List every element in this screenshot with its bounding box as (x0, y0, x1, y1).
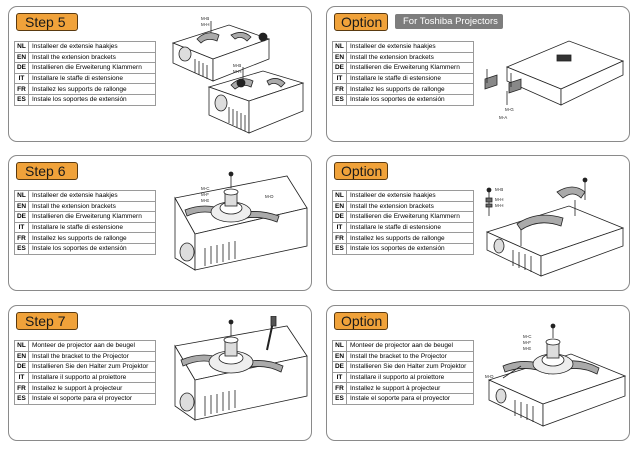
projector-illustration: M-C M-F M-E M-D (485, 323, 627, 427)
projector-illustration: M-G M-A (484, 40, 625, 120)
panel-title: Step 5 (16, 13, 78, 31)
panel-subtitle: For Toshiba Projectors (395, 14, 503, 29)
label-m-a: M-A (499, 115, 507, 120)
panel-title: Step 6 (16, 162, 78, 180)
label-m-e: M-E (201, 198, 209, 203)
projector-illustration (174, 316, 308, 421)
label-m-h: M-H (201, 22, 210, 27)
label-m-h: M-H (233, 69, 242, 74)
label-m-h: M-H (495, 203, 504, 208)
projector-illustration: M-B M-H M-H (485, 177, 625, 277)
label-m-g: M-G (505, 107, 514, 112)
panel-title: Option (334, 312, 388, 330)
label-m-f: M-F (201, 192, 209, 197)
panel-title: Step 7 (16, 312, 78, 330)
label-m-f: M-F (523, 340, 531, 345)
label-m-b: M-B (201, 16, 209, 21)
projector-illustration: M-B M-H M-B M-H (171, 16, 305, 134)
panel-title: Option (334, 162, 388, 180)
label-m-h: M-H (495, 197, 504, 202)
label-m-b: M-B (233, 63, 241, 68)
label-m-b: M-B (495, 187, 503, 192)
label-m-c: M-C (201, 186, 210, 191)
label-m-d: M-D (265, 194, 274, 199)
label-m-c: M-C (523, 334, 532, 339)
projector-illustration: M-C M-F M-E M-D (174, 171, 308, 271)
label-m-e: M-E (523, 346, 531, 351)
panel-title: Option (334, 13, 388, 31)
label-m-d: M-D (485, 374, 494, 379)
